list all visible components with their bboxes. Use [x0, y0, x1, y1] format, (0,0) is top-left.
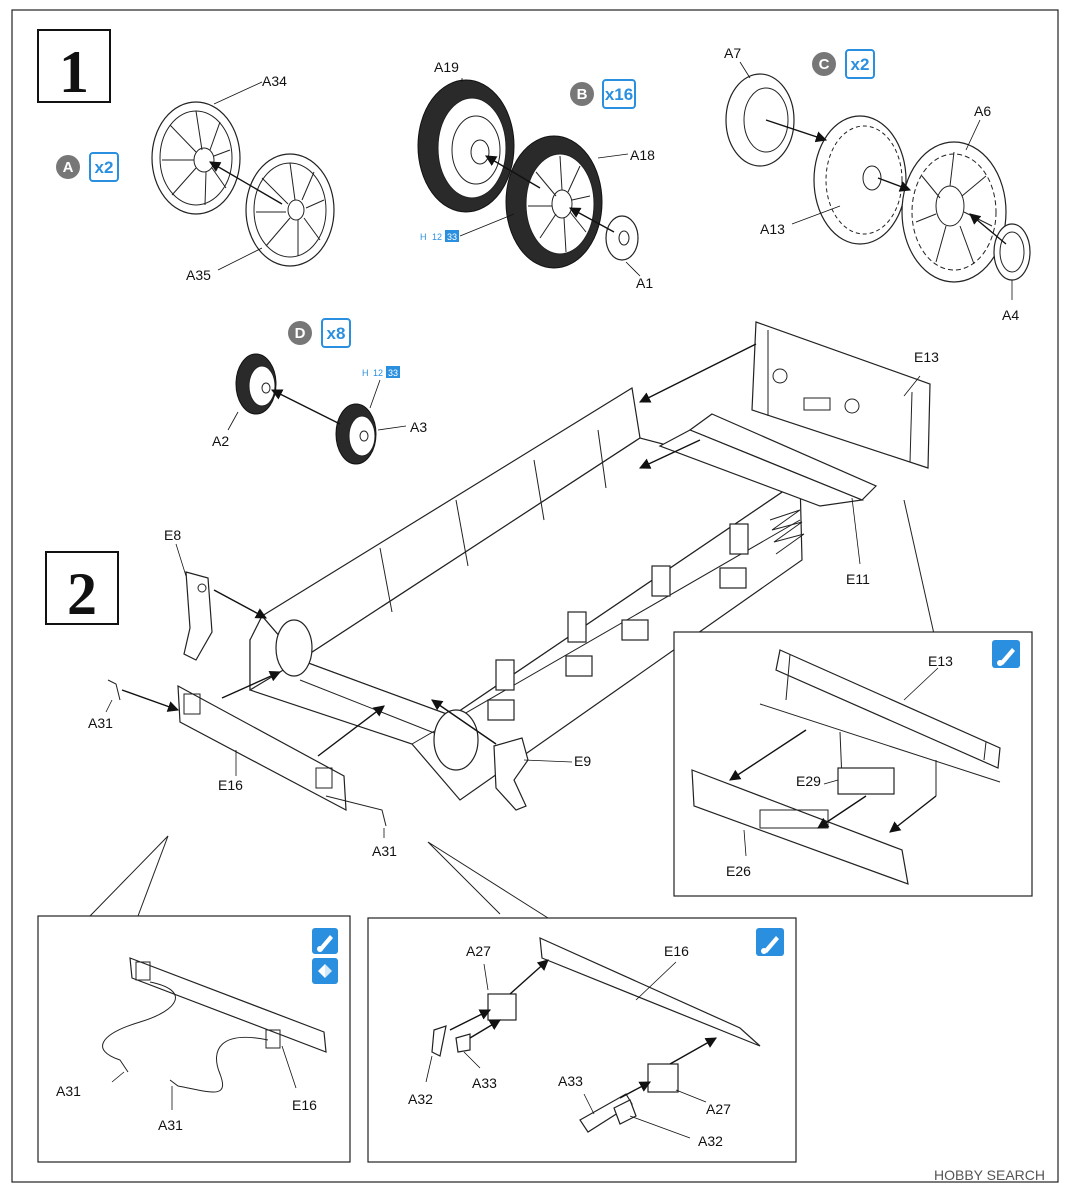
step-2: 2 — [45, 551, 119, 627]
paint-brush-icon — [756, 928, 784, 956]
part-a31-main: A31 A31 — [88, 679, 397, 859]
callout-leader-right — [903, 499, 935, 635]
paint-brush-icon — [992, 640, 1020, 668]
label-e16-main: E16 — [218, 777, 243, 793]
sub-b-multiplier: x16 — [605, 85, 633, 104]
label-e16-detail-2: E16 — [664, 943, 689, 959]
detail-tow-cable: A31 A31 E16 — [37, 915, 351, 1163]
label-a3: A3 — [410, 419, 427, 435]
sub-c-multiplier: x2 — [851, 55, 870, 74]
subassembly-c: C x2 A7 — [724, 45, 1031, 323]
step-1-number: 1 — [59, 39, 89, 105]
paint-ref-d-code2: 33 — [388, 368, 398, 378]
part-a34 — [151, 101, 241, 215]
label-a27-1: A27 — [466, 943, 491, 959]
label-a1: A1 — [636, 275, 653, 291]
sub-a-multiplier: x2 — [95, 158, 114, 177]
sub-d-multiplier: x8 — [327, 324, 346, 343]
part-e16-main: E16 — [177, 684, 347, 812]
paint-ref-b-code1: 12 — [432, 232, 442, 242]
label-a31-main-1: A31 — [88, 715, 113, 731]
label-a34: A34 — [262, 73, 287, 89]
label-e13-detail: E13 — [928, 653, 953, 669]
label-e26: E26 — [726, 863, 751, 879]
paint-ref-b-code2: 33 — [447, 232, 457, 242]
part-a7 — [725, 73, 795, 167]
paint-ref-d-prefix: H — [362, 368, 369, 378]
part-a3 — [335, 403, 377, 465]
subassembly-a: A x2 — [56, 73, 335, 283]
step-2-number: 2 — [67, 561, 97, 627]
hull-tub — [249, 387, 805, 801]
label-e29: E29 — [796, 773, 821, 789]
label-e16-detail-1: E16 — [292, 1097, 317, 1113]
subassembly-b: B x16 A19 A18 — [417, 59, 655, 291]
sub-d-badge — [288, 321, 312, 345]
part-e9: E9 — [493, 737, 591, 811]
sub-d-multiplier-box — [321, 318, 351, 348]
flip-arrows-icon — [312, 958, 338, 984]
part-a6 — [901, 141, 1007, 283]
part-a18 — [505, 135, 603, 269]
step-1-box — [37, 29, 111, 103]
label-a7: A7 — [724, 45, 741, 61]
sub-b-letter: B — [577, 86, 588, 103]
sub-c-multiplier-box — [845, 49, 875, 79]
subassembly-d: D x8 A2 A3 H 12 33 — [212, 318, 427, 465]
step-2-box — [45, 551, 119, 625]
detail-brackets: E16 A27 A32 A33 A27 A33 A32 — [367, 917, 797, 1163]
sub-c-letter: C — [819, 56, 830, 73]
sub-b-multiplier-box — [602, 79, 636, 109]
paint-ref-b-prefix: H — [420, 232, 427, 242]
label-a4: A4 — [1002, 307, 1019, 323]
watermark: HOBBY SEARCH — [934, 1167, 1045, 1183]
part-a19 — [417, 79, 515, 213]
label-a6: A6 — [974, 103, 991, 119]
part-e8: E8 — [164, 527, 213, 661]
part-a2 — [235, 353, 277, 415]
label-a27-2: A27 — [706, 1101, 731, 1117]
step-1: 1 — [37, 29, 111, 105]
paint-ref-d: H 12 33 — [362, 366, 400, 409]
label-a2: A2 — [212, 433, 229, 449]
part-a4 — [993, 223, 1031, 281]
label-a31-detail-2: A31 — [158, 1117, 183, 1133]
sub-d-letter: D — [295, 325, 306, 342]
label-a13: A13 — [760, 221, 785, 237]
label-e8: E8 — [164, 527, 181, 543]
label-a19: A19 — [434, 59, 459, 75]
detail-brackets-box — [367, 917, 797, 1163]
label-a18: A18 — [630, 147, 655, 163]
label-a33-2: A33 — [558, 1073, 583, 1089]
sub-b-badge — [570, 82, 594, 106]
paint-brush-icon — [312, 928, 338, 954]
callout-leader-left — [89, 835, 169, 917]
label-a31-main-2: A31 — [372, 843, 397, 859]
part-a1 — [605, 215, 639, 261]
sub-a-letter: A — [63, 159, 74, 176]
part-a13 — [813, 115, 907, 245]
part-a35 — [245, 153, 335, 267]
label-a35: A35 — [186, 267, 211, 283]
sub-a-multiplier-box — [89, 152, 119, 182]
label-a33-1: A33 — [472, 1075, 497, 1091]
part-e13: E13 — [751, 321, 939, 469]
detail-e13: E13 E29 E26 — [673, 631, 1033, 897]
sub-c-badge — [812, 52, 836, 76]
sheet-border — [11, 9, 1059, 1183]
paint-ref-b: H 12 33 — [420, 213, 515, 242]
part-e11: E11 — [658, 413, 878, 587]
sub-a-badge — [56, 155, 80, 179]
label-a32-2: A32 — [698, 1133, 723, 1149]
label-a32-1: A32 — [408, 1091, 433, 1107]
paint-ref-d-code1: 12 — [373, 368, 383, 378]
label-e9: E9 — [574, 753, 591, 769]
label-e11: E11 — [846, 571, 870, 587]
callout-leader-mid — [427, 841, 549, 919]
label-a31-detail-1: A31 — [56, 1083, 81, 1099]
label-e13: E13 — [914, 349, 939, 365]
